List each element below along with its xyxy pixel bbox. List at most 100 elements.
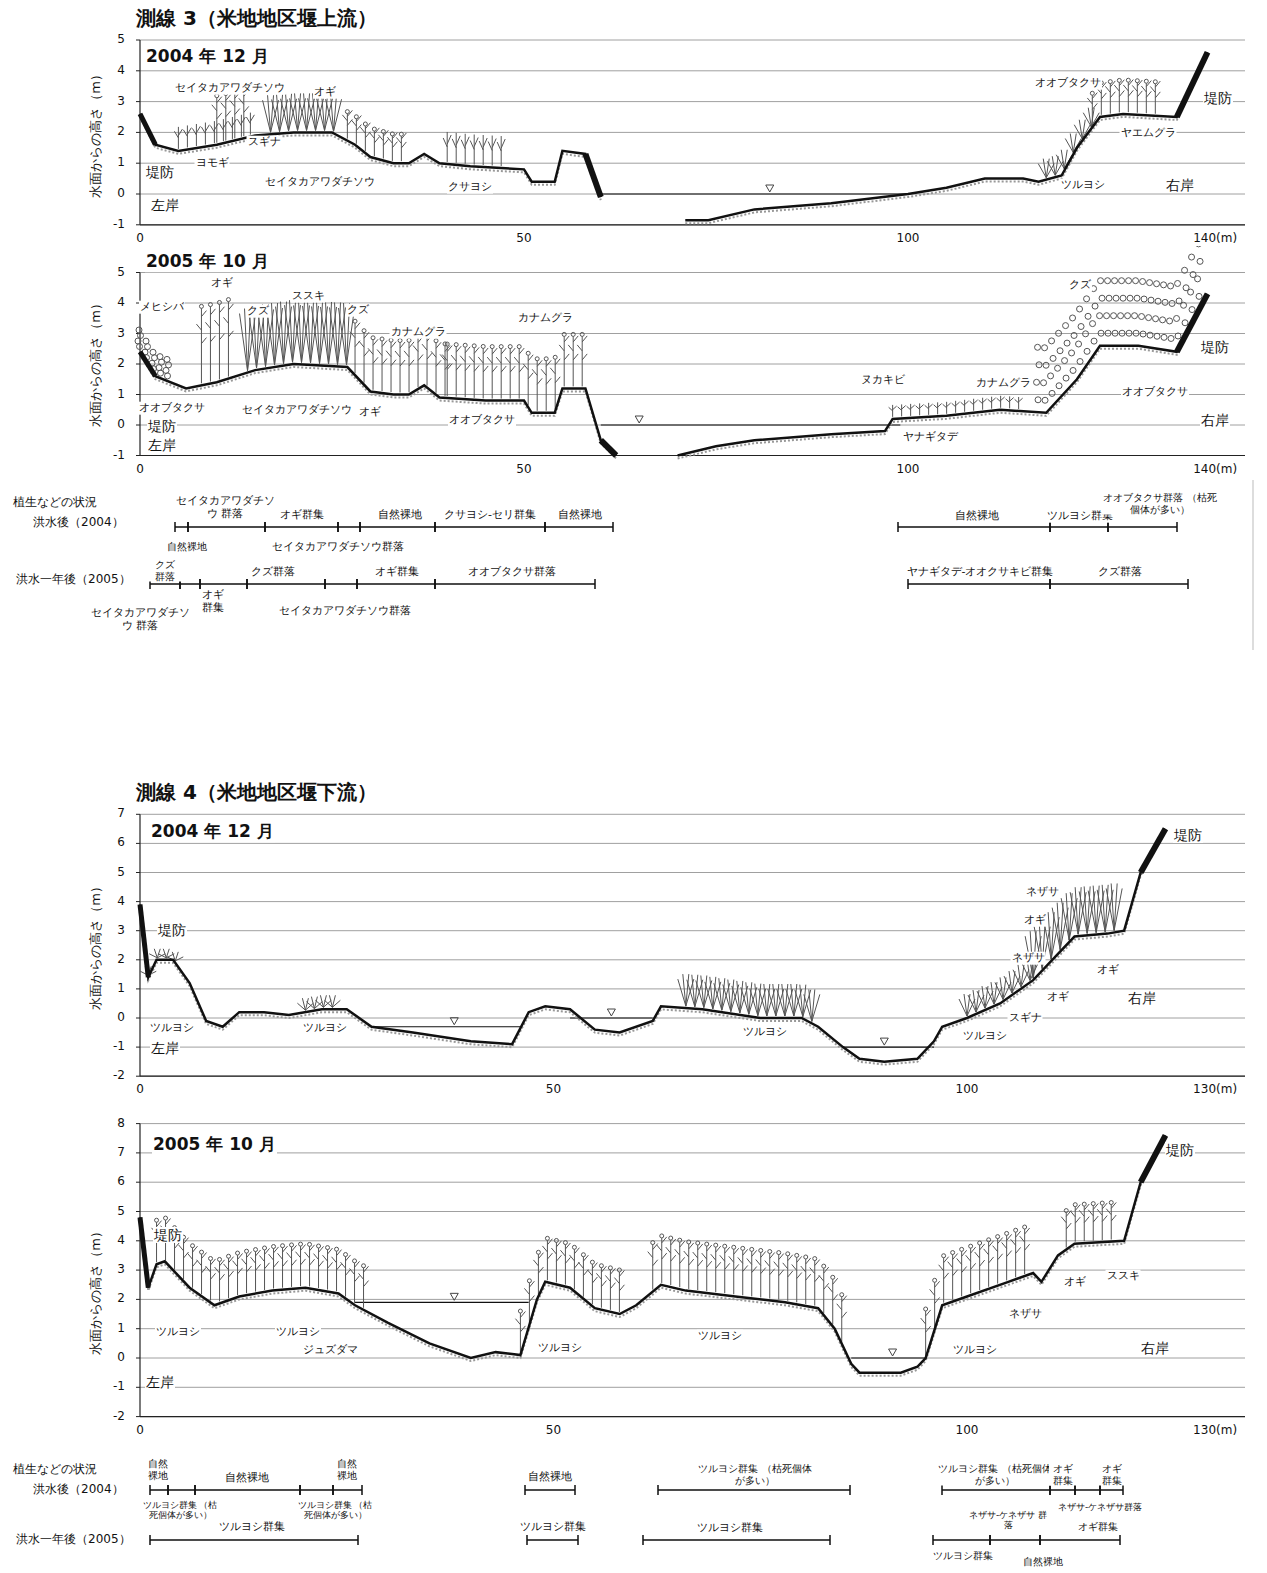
plant-stroke xyxy=(979,1245,980,1290)
plant-stroke xyxy=(292,1260,297,1266)
plant-head xyxy=(345,110,349,114)
plant-stroke xyxy=(228,302,229,377)
plant-stroke xyxy=(329,995,332,1007)
plant-stroke xyxy=(698,1260,703,1266)
plant-stroke xyxy=(921,1318,926,1324)
plant-stroke xyxy=(565,1245,566,1285)
plant-stroke xyxy=(387,137,392,143)
plant-stroke xyxy=(226,111,231,117)
plant-stroke xyxy=(573,336,574,386)
grid-line xyxy=(140,959,1245,960)
label: ツルヨシ xyxy=(155,1326,201,1339)
plant-stroke xyxy=(436,342,441,348)
plant-stroke xyxy=(501,349,502,399)
plant-stroke xyxy=(323,1000,331,1007)
label: 6 xyxy=(116,836,126,850)
vine-leaf xyxy=(1162,299,1168,305)
plant-stroke xyxy=(528,373,533,379)
vine-leaf xyxy=(1161,334,1167,340)
label: ヌカキビ xyxy=(860,374,906,387)
plant-head xyxy=(353,319,357,323)
levee xyxy=(140,905,148,978)
ground-profile xyxy=(140,1135,1165,1372)
plant-stroke xyxy=(460,356,465,362)
plant-head xyxy=(1135,79,1139,83)
ground-survey-line xyxy=(678,297,1208,459)
plant-stroke xyxy=(998,1254,1003,1260)
label: 2 xyxy=(116,953,126,967)
plant-stroke xyxy=(369,132,374,138)
plant-stroke xyxy=(680,1257,685,1263)
grid-line xyxy=(140,303,1245,304)
plant-stroke xyxy=(409,342,414,348)
plant-stroke xyxy=(202,1267,207,1273)
profile-panel xyxy=(136,1124,1245,1417)
plant-stroke xyxy=(760,1252,761,1297)
plant-stroke xyxy=(235,109,240,115)
plant-stroke xyxy=(529,1283,530,1323)
plant-stroke xyxy=(443,138,447,147)
plant-stroke xyxy=(392,136,393,161)
ground-profile xyxy=(140,829,1165,1062)
status-segment xyxy=(188,522,265,532)
plant-stroke xyxy=(465,347,466,397)
plant-stroke xyxy=(724,1248,725,1293)
label: 130(m) xyxy=(1192,1424,1238,1438)
plant-stroke xyxy=(317,301,320,363)
plant-stroke xyxy=(206,1266,211,1272)
plant-stroke xyxy=(610,1270,611,1310)
plant-head xyxy=(472,344,476,348)
plant-stroke xyxy=(952,1255,953,1300)
label: -1 xyxy=(112,1380,126,1394)
plant-stroke xyxy=(920,405,924,409)
frame-edge xyxy=(1253,480,1254,650)
plant-stroke xyxy=(1007,1251,1012,1257)
plant-head xyxy=(155,1218,159,1222)
grid-line xyxy=(140,272,1245,273)
plant-stroke xyxy=(773,984,776,1016)
status-segment xyxy=(933,1535,990,1545)
plant-stroke xyxy=(1128,82,1129,112)
plant-stroke xyxy=(364,350,369,356)
plant-stroke xyxy=(966,1255,971,1261)
plant-stroke xyxy=(392,142,397,148)
plant-stroke xyxy=(982,986,985,1008)
grid-line xyxy=(140,1240,1245,1241)
plant-stroke xyxy=(1111,1202,1116,1208)
plant-stroke xyxy=(752,1267,757,1273)
plant-stroke xyxy=(228,304,233,310)
status-segment xyxy=(150,1485,168,1495)
status-segment xyxy=(175,522,188,532)
plant-stroke xyxy=(610,1283,615,1289)
plant-stroke xyxy=(442,355,447,361)
ground-survey-line xyxy=(140,117,601,200)
plant-stroke xyxy=(578,1262,583,1268)
plant-stroke xyxy=(291,1247,292,1287)
status-segment xyxy=(360,522,435,532)
label: 左岸 xyxy=(147,437,177,453)
plant-stroke xyxy=(192,1248,193,1288)
label: オギ xyxy=(313,86,337,99)
plant-head xyxy=(164,1216,168,1220)
plant-stroke xyxy=(225,96,226,141)
plant-stroke xyxy=(465,137,469,146)
plant-head xyxy=(786,1252,790,1256)
plant-stroke xyxy=(445,346,446,396)
levee xyxy=(1141,829,1166,873)
plant-stroke xyxy=(670,1240,671,1285)
plant-head xyxy=(804,1255,808,1259)
vine-leaf xyxy=(1098,278,1104,284)
plant-stroke xyxy=(427,336,428,386)
plant-head xyxy=(987,1238,991,1242)
plant-stroke xyxy=(1052,156,1055,175)
plant-stroke xyxy=(797,1273,802,1279)
plant-stroke xyxy=(238,1268,243,1274)
plant-stroke xyxy=(246,1253,247,1293)
plant-stroke xyxy=(335,302,338,364)
vine-leaf xyxy=(1132,313,1138,319)
status-segment xyxy=(247,579,325,589)
plant-stroke xyxy=(930,1289,935,1295)
status-segment xyxy=(942,1485,1050,1495)
water-level-mark xyxy=(635,416,643,423)
label: クズ群落 xyxy=(250,566,296,579)
